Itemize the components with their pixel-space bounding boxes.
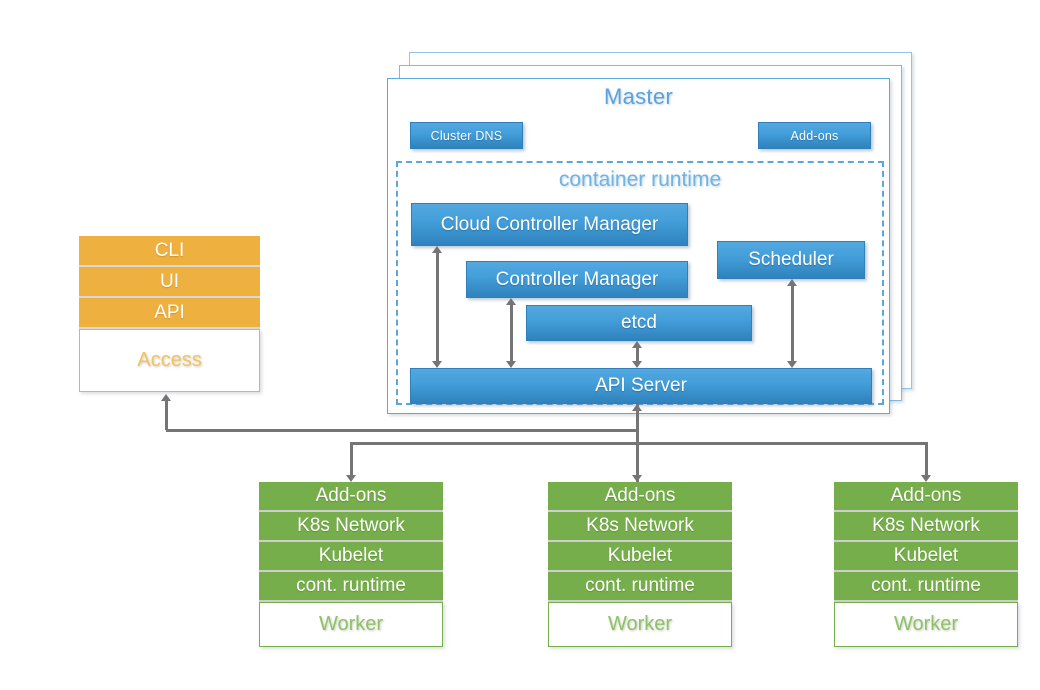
arrow-etcd-api-server (636, 348, 639, 361)
arrow-scheduler-api-server-head-up (787, 279, 797, 286)
worker-2-row-kubelet[interactable]: Kubelet (548, 542, 732, 572)
worker-3-row-kubelet[interactable]: Kubelet (834, 542, 1018, 572)
master-addons-box[interactable]: Add-ons (758, 122, 871, 149)
access-bus-arrowhead (161, 394, 171, 401)
arrow-scheduler-api-server (791, 286, 794, 361)
worker-1-row-k8s-network[interactable]: K8s Network (259, 512, 443, 542)
arrow-ccm-api-server (436, 253, 439, 361)
worker-1-arrowhead (346, 475, 356, 482)
access-footer-label: Access (79, 329, 260, 392)
worker-1-footer-label: Worker (259, 602, 443, 647)
container-runtime-title: container runtime (558, 168, 722, 191)
worker-1-row-addons[interactable]: Add-ons (259, 482, 443, 512)
access-row-ui[interactable]: UI (79, 267, 260, 298)
worker-2-row-cont-runtime[interactable]: cont. runtime (548, 572, 732, 602)
access-row-api[interactable]: API (79, 298, 260, 329)
cluster-dns-box[interactable]: Cluster DNS (410, 122, 523, 149)
worker-3-row-cont-runtime[interactable]: cont. runtime (834, 572, 1018, 602)
worker-3-footer-label: Worker (834, 602, 1018, 647)
worker-2-footer-label: Worker (548, 602, 732, 647)
worker-node-2: Add-ons K8s Network Kubelet cont. runtim… (548, 482, 732, 647)
master-title: Master (603, 84, 674, 109)
arrow-controller-manager-api-server (510, 305, 513, 361)
arrow-controller-manager-api-server-head-up (506, 298, 516, 305)
worker-1-row-cont-runtime[interactable]: cont. runtime (259, 572, 443, 602)
worker-2-row-addons[interactable]: Add-ons (548, 482, 732, 512)
arrow-etcd-api-server-head-down (632, 361, 642, 368)
worker-node-3: Add-ons K8s Network Kubelet cont. runtim… (834, 482, 1018, 647)
worker-2-row-k8s-network[interactable]: K8s Network (548, 512, 732, 542)
worker-1-drop-line (350, 442, 353, 475)
worker-3-drop-line (925, 442, 928, 475)
access-bus-line (166, 429, 638, 432)
controller-manager-box[interactable]: Controller Manager (466, 261, 688, 298)
etcd-box[interactable]: etcd (526, 305, 752, 341)
arrow-scheduler-api-server-head-down (787, 361, 797, 368)
worker-bus-line (350, 442, 926, 445)
worker-3-row-k8s-network[interactable]: K8s Network (834, 512, 1018, 542)
arrow-ccm-api-server-head-up (432, 246, 442, 253)
api-server-trunk-head-up (632, 404, 642, 411)
api-server-trunk-head-down (632, 475, 642, 482)
cloud-controller-manager-box[interactable]: Cloud Controller Manager (411, 203, 688, 246)
worker-3-row-addons[interactable]: Add-ons (834, 482, 1018, 512)
access-stack: CLI UI API Access (79, 236, 260, 394)
arrow-ccm-api-server-head-down (432, 361, 442, 368)
arrow-etcd-api-server-head-up (632, 341, 642, 348)
api-server-box[interactable]: API Server (410, 368, 872, 404)
worker-node-1: Add-ons K8s Network Kubelet cont. runtim… (259, 482, 443, 647)
scheduler-box[interactable]: Scheduler (717, 241, 865, 279)
worker-3-arrowhead (921, 475, 931, 482)
access-bus-riser (165, 400, 168, 430)
access-row-cli[interactable]: CLI (79, 236, 260, 267)
arrow-controller-manager-api-server-head-down (506, 361, 516, 368)
worker-1-row-kubelet[interactable]: Kubelet (259, 542, 443, 572)
